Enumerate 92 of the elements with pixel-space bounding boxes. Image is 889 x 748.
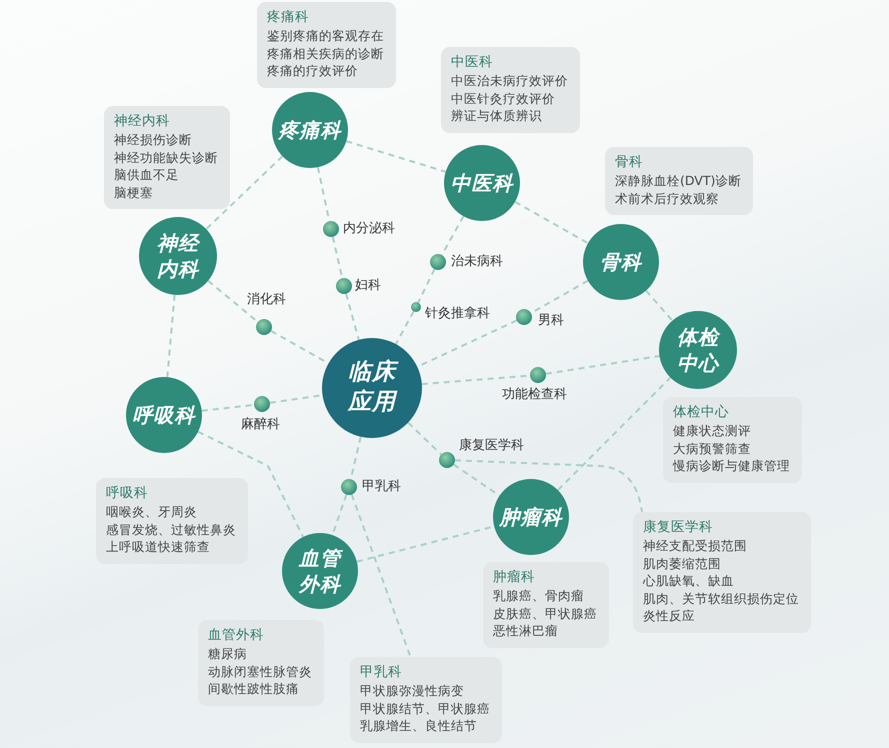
department-title: 血管外科: [298, 545, 343, 597]
dot-marker: [530, 367, 546, 383]
department-label: 功能检查科: [502, 387, 567, 403]
connector-line: [441, 216, 464, 256]
card-item: 脑供血不足: [114, 166, 180, 184]
card-item: 中医治未病疗效评价: [451, 72, 568, 90]
connector-line: [645, 290, 674, 322]
department-title: 肿瘤科: [500, 504, 562, 530]
card-item: 疼痛相关疾病的诊断: [267, 44, 384, 62]
card-item: 术前术后疗效观察: [615, 190, 720, 207]
connector-line: [454, 459, 643, 512]
dot-marker: [516, 309, 532, 325]
department-title: 临床应用: [346, 358, 398, 418]
card-item: 乳腺增生、良性结节: [360, 717, 478, 734]
card-heading: 体检中心: [673, 403, 730, 422]
connector-line: [546, 355, 660, 375]
card-item: 中医针灸疗效评价: [451, 90, 556, 107]
card-item: 神经功能缺失诊断: [114, 148, 218, 166]
card-item: 糖尿病: [208, 645, 248, 662]
card-item: 疼痛的疗效评价: [267, 62, 359, 80]
card-heading: 甲乳科: [360, 663, 403, 682]
department-title: 中医科: [450, 170, 514, 196]
card-item: 大病预警筛查: [673, 440, 752, 457]
dot-marker: [323, 221, 339, 237]
department-label: 康复医学科: [459, 438, 524, 454]
info-card: [104, 106, 230, 209]
card-item: 皮肤癌、甲状腺癌: [493, 604, 597, 622]
connector-line: [514, 200, 588, 244]
card-item: 深静脉血栓(DVT)诊断: [615, 172, 742, 190]
dot-marker: [341, 479, 357, 495]
connector-line: [557, 376, 672, 491]
card-item: 辨证与体质辨识: [451, 107, 543, 124]
department-label: 针灸推拿科: [425, 306, 490, 322]
connector-line: [346, 140, 446, 173]
card-heading: 肿瘤科: [493, 568, 536, 587]
card-item: 脑梗塞: [114, 184, 154, 201]
dot-marker: [430, 254, 446, 270]
department-label: 男科: [538, 313, 564, 329]
card-heading: 中医科: [451, 53, 494, 72]
card-item: 甲状腺结节、甲状腺癌: [360, 700, 490, 717]
info-card: [350, 657, 502, 742]
department-title: 体检中心: [676, 324, 721, 376]
card-item: 健康状态测评: [673, 422, 752, 440]
department-label: 麻醉科: [241, 417, 280, 433]
card-heading: 神经内科: [114, 112, 171, 131]
card-item: 甲状腺弥漫性病变: [360, 682, 465, 700]
dot-marker: [254, 396, 270, 412]
card-item: 上呼吸道快速筛查: [106, 538, 211, 556]
department-title: 呼吸科: [132, 402, 196, 428]
department-label: 治未病科: [451, 254, 503, 270]
card-item: 炎性反应: [643, 607, 696, 624]
connector-line: [206, 155, 284, 230]
dot-marker: [256, 319, 272, 335]
connector-line: [407, 422, 442, 456]
connector-line: [453, 464, 500, 497]
card-item: 肌肉、关节软组织损伤定位: [643, 590, 799, 607]
department-title: 骨科: [600, 249, 642, 275]
card-item: 神经支配受损范围: [643, 537, 748, 554]
card-item: 咽喉炎、牙周炎: [106, 503, 198, 520]
connector-line: [395, 310, 414, 345]
connector-line: [417, 268, 436, 303]
department-label: 甲乳科: [362, 479, 401, 495]
connector-line: [207, 280, 258, 323]
card-item: 间歇性跛性肢痛: [208, 680, 300, 698]
card-item: 慢病诊断与健康管理: [673, 457, 790, 474]
connector-line: [166, 294, 176, 378]
dot-marker: [336, 278, 352, 294]
connector-line: [345, 293, 360, 340]
dot-marker: [439, 452, 455, 468]
department-title: 疼痛科: [278, 117, 342, 143]
dot-marker: [411, 302, 421, 312]
card-heading: 血管外科: [208, 626, 265, 645]
card-heading: 康复医学科: [643, 518, 714, 537]
card-heading: 疼痛科: [267, 8, 310, 27]
card-item: 肌肉萎缩范围: [643, 554, 722, 572]
card-item: 鉴别疼痛的客观存在: [267, 27, 384, 44]
card-item: 感冒发烧、过敏性鼻炎: [106, 520, 236, 538]
department-label: 消化科: [247, 292, 286, 308]
connector-line: [198, 430, 304, 538]
department-title: 神经内科: [156, 230, 201, 282]
connector-line: [202, 404, 254, 412]
department-label: 妇科: [355, 278, 381, 294]
card-item: 心肌缺氧、缺血: [643, 572, 735, 590]
card-heading: 骨科: [615, 153, 644, 172]
card-item: 神经损伤诊断: [114, 131, 193, 148]
connector-line: [350, 494, 412, 658]
info-card: [633, 512, 811, 632]
card-item: 恶性淋巴瘤: [493, 622, 559, 640]
card-item: 动脉闭塞性脉管炎: [208, 662, 312, 680]
card-item: 乳腺癌、骨肉瘤: [493, 587, 585, 604]
department-label: 内分泌科: [343, 221, 395, 237]
card-heading: 呼吸科: [106, 484, 149, 503]
